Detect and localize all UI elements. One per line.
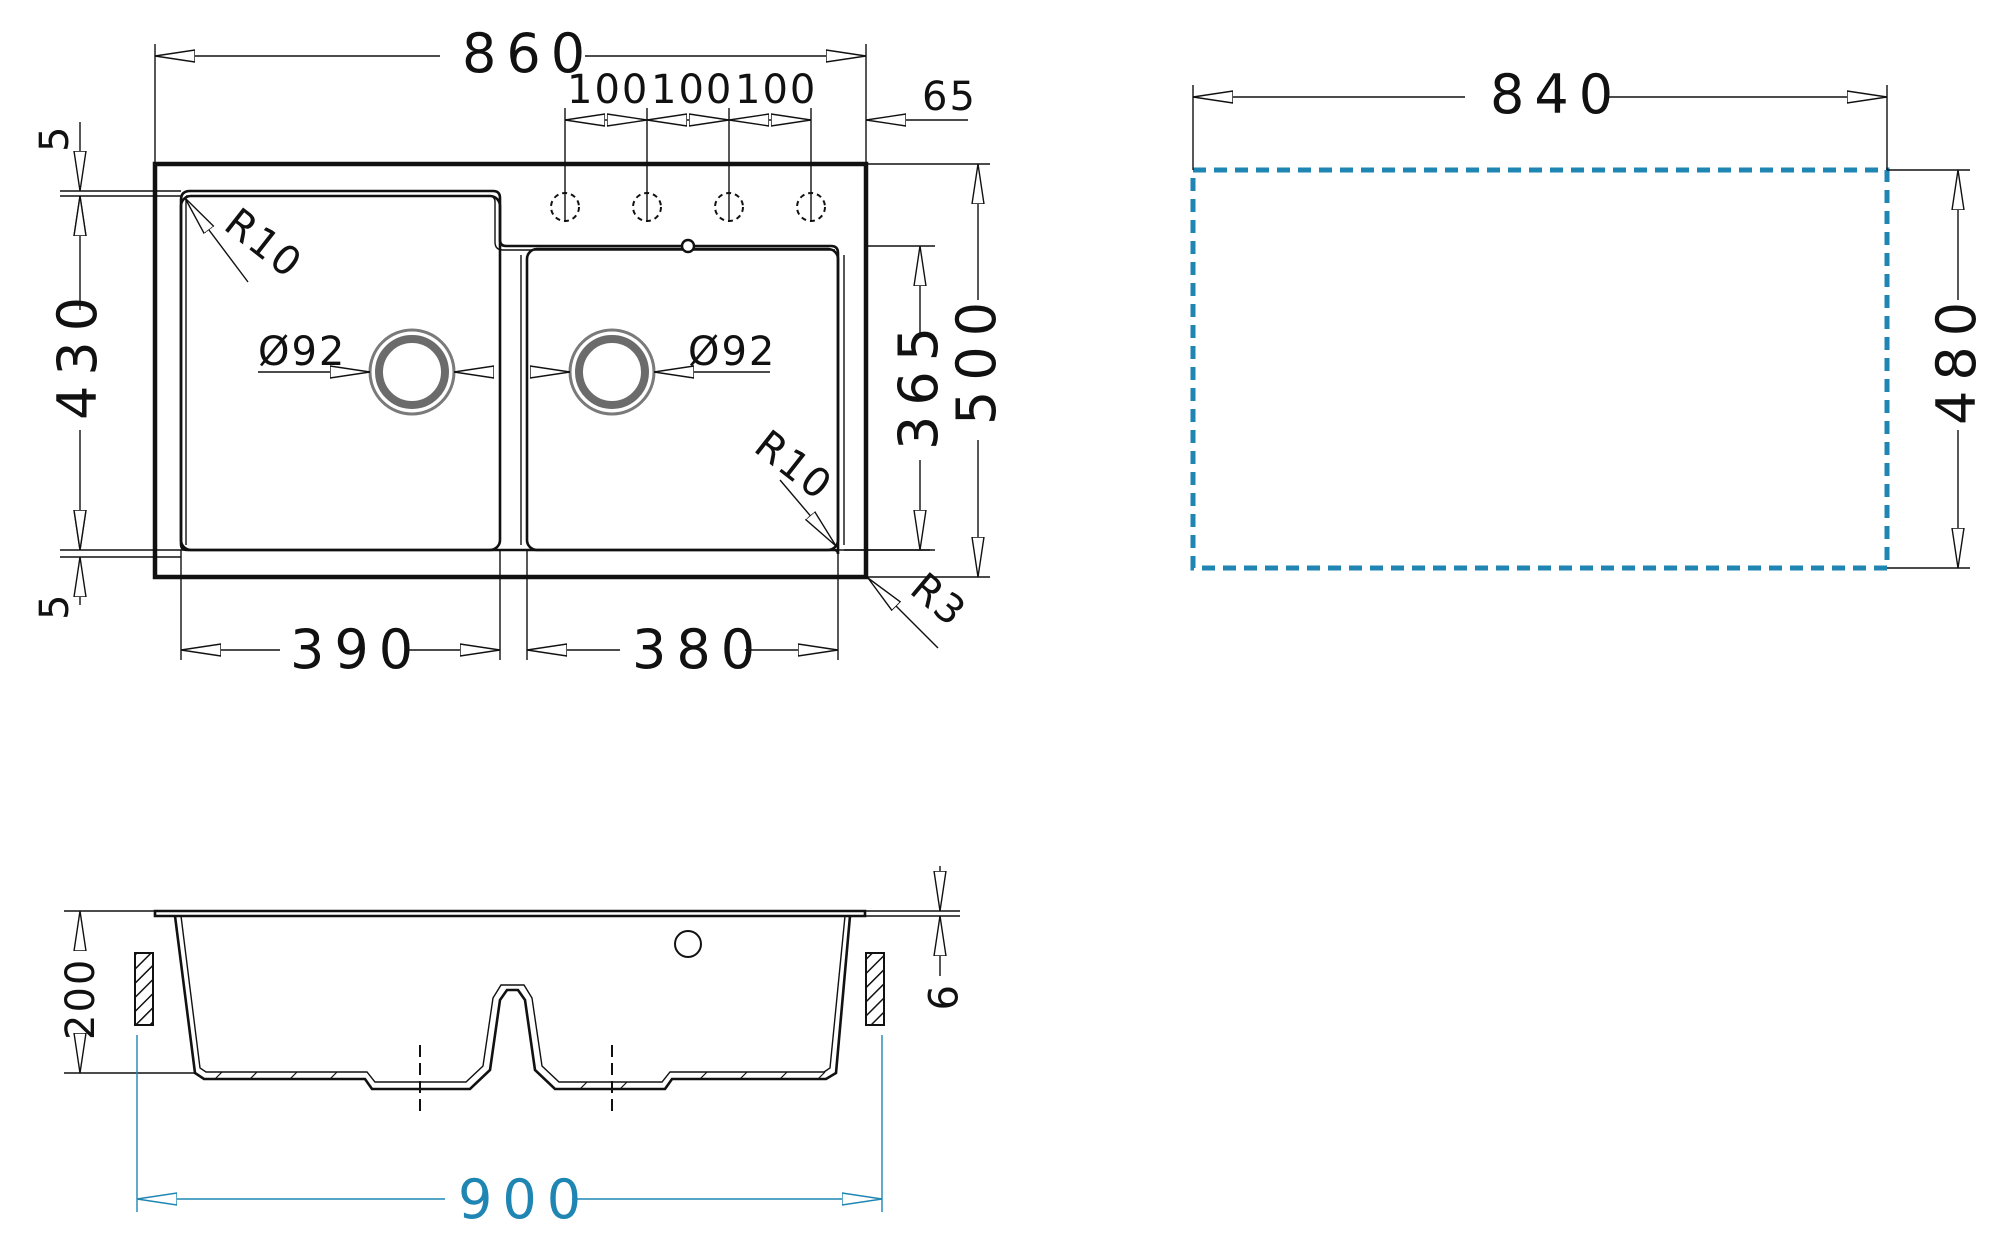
overflow-hole [680, 238, 696, 254]
radius-left-label: R10 [216, 200, 311, 288]
dim-bowl-depth-right: 365 [887, 317, 950, 450]
dim-side-height: 200 [58, 958, 104, 1040]
dim-bowl-depth-left: 430 [46, 287, 109, 420]
dim-rim: 9 [918, 985, 964, 1012]
radius-left-leader [185, 198, 249, 283]
dim-hole-spacing-2: 100 [651, 67, 733, 113]
dim-overall-width: 860 [462, 22, 595, 85]
dim-right-bowl-width: 380 [632, 618, 765, 681]
side-rim [153, 909, 867, 918]
drain-left-label: Ø92 [258, 329, 346, 375]
left-drain [368, 328, 456, 416]
dim-top-margin: 5 [32, 125, 78, 152]
drain-right-label: Ø92 [688, 329, 776, 375]
cutout-view: 840 480 [1190, 63, 1988, 571]
right-drain [568, 328, 656, 416]
cutout-outline [1190, 167, 1890, 571]
dim-bottom-margin: 5 [32, 593, 78, 620]
radius-corner-label: R3 [902, 564, 975, 636]
bottom-thickness-ticks [214, 1071, 826, 1090]
countertop-right [865, 952, 885, 1026]
dim-left-bowl-width: 390 [290, 618, 423, 681]
dim-cutout-width: 840 [1490, 63, 1623, 126]
radius-corner-leader [868, 578, 939, 649]
sink-outline [152, 161, 869, 580]
side-body-inner [180, 915, 846, 1083]
radius-right-leader [779, 479, 836, 546]
dim-hole-spacing-3: 100 [735, 67, 817, 113]
side-view: 200 9 900 [58, 866, 964, 1231]
top-view: Ø92 Ø92 R10 R10 R3 860 100 100 100 65 [32, 22, 1008, 681]
dim-cutout-height: 480 [1925, 292, 1988, 425]
dim-hole-offset: 65 [922, 74, 977, 120]
dim-overall-depth: 500 [945, 292, 1008, 425]
side-body-outer [173, 915, 852, 1091]
dim-hole-spacing-1: 100 [567, 67, 649, 113]
dim-side-overall-width: 900 [458, 1168, 591, 1231]
right-bowl-basin [525, 247, 840, 552]
countertop-left [134, 952, 154, 1026]
side-overflow [674, 930, 702, 958]
